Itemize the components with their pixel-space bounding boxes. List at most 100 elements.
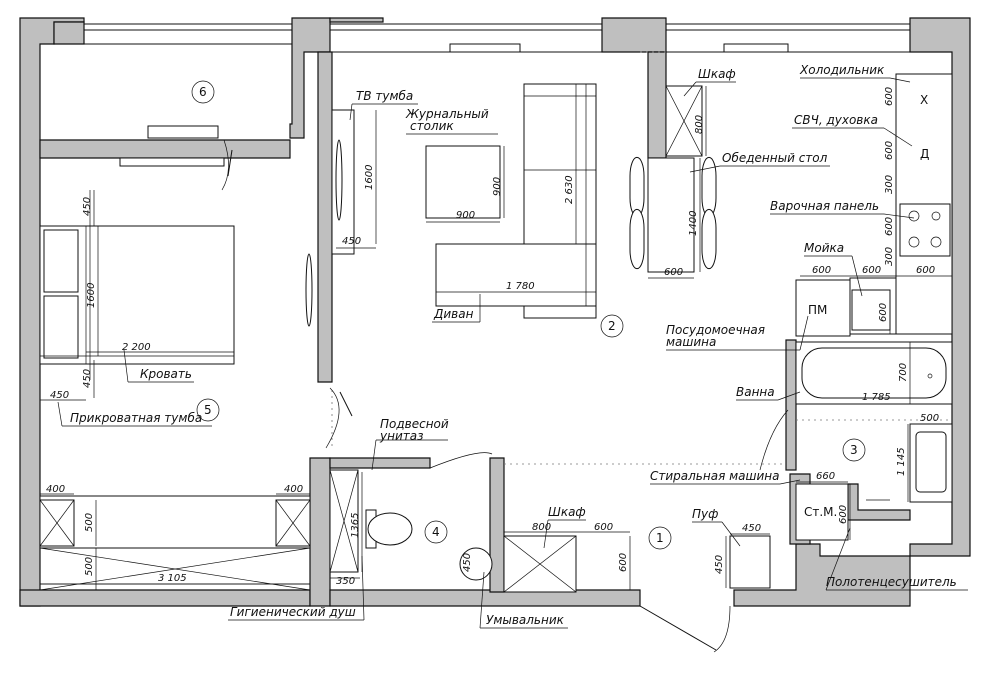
label-hob: Варочная панель xyxy=(770,199,879,213)
dim-wd-600b: 600 xyxy=(618,553,629,572)
dim-wb-500: 500 xyxy=(920,413,939,424)
bed xyxy=(39,190,235,380)
dim-wm-600: 600 xyxy=(838,505,849,524)
room-5-marker xyxy=(196,398,220,422)
dim-sink-600b: 600 xyxy=(862,265,881,276)
dim-wb-450: 450 xyxy=(462,553,473,572)
label-pouf: Пуф xyxy=(692,507,718,521)
pouf xyxy=(729,535,771,589)
tv-stand xyxy=(331,109,355,255)
label-bath: Ванна xyxy=(736,385,775,399)
bedroom-closet xyxy=(39,495,311,591)
label-tv-stand: ТВ тумба xyxy=(356,89,413,103)
dim-wardrobe-800: 800 xyxy=(694,115,705,134)
dim-cl-3105: 3 105 xyxy=(158,573,187,584)
bath-washbasin xyxy=(909,423,953,503)
dim-k600a: 600 xyxy=(884,87,895,106)
room-1-number: 1 xyxy=(656,531,664,545)
leaders xyxy=(57,77,968,629)
dim-sofa-1780: 1 780 xyxy=(506,281,535,292)
room-3-number: 3 xyxy=(850,443,858,457)
label-wardrobe-top: Шкаф xyxy=(698,67,736,81)
coffee-table xyxy=(425,145,501,219)
dim-wm-660: 660 xyxy=(816,471,835,482)
dim-bath-700: 700 xyxy=(898,363,909,382)
walls xyxy=(19,17,971,607)
dim-sink-600v: 600 xyxy=(878,303,889,322)
hall-wardrobe xyxy=(503,535,577,593)
room-5-number: 5 xyxy=(204,403,212,417)
top-wardrobe xyxy=(665,85,703,157)
dim-sofa-2630: 2 630 xyxy=(564,175,575,204)
room-6-marker xyxy=(191,80,215,104)
dim-k300a: 300 xyxy=(884,175,895,194)
dim-cl-400a: 400 xyxy=(46,484,65,495)
dim-bed-450a: 450 xyxy=(82,197,93,216)
label-towel-dryer: Полотенцесушитель xyxy=(826,575,957,589)
bedroom-tv xyxy=(305,253,313,327)
dim-wb-1145: 1 145 xyxy=(896,447,907,476)
dim-bed-450b: 450 xyxy=(82,369,93,388)
dim-bath-1785: 1 785 xyxy=(862,392,891,403)
tag-fridge: Х xyxy=(920,93,928,107)
dim-wc-350: 350 xyxy=(336,576,355,587)
dim-table-900h: 900 xyxy=(492,177,503,196)
doors xyxy=(221,139,789,653)
room-3-marker xyxy=(842,438,866,462)
dim-tv-450: 450 xyxy=(342,236,361,247)
tag-oven: Д xyxy=(920,147,929,161)
label-washing-machine: Стиральная машина xyxy=(650,469,780,483)
tag-washer: Ст.М. xyxy=(804,505,837,519)
dim-k600b: 600 xyxy=(884,141,895,160)
label-coffee-table-2: столик xyxy=(410,119,454,133)
label-dishwasher-1: Посудомоечная xyxy=(666,323,765,337)
dim-k300b: 300 xyxy=(884,247,895,266)
room-6-number: 6 xyxy=(199,85,207,99)
dim-dining-1400: 1400 xyxy=(688,211,699,236)
label-microwave-oven: СВЧ, духовка xyxy=(794,113,878,127)
dim-cl-500b: 500 xyxy=(84,557,95,576)
dim-bt-450: 450 xyxy=(50,390,69,401)
label-fridge: Холодильник xyxy=(799,63,885,77)
label-bed: Кровать xyxy=(140,367,192,381)
room-numbers: 6 2 3 4 5 1 xyxy=(191,80,866,550)
dim-wd-800: 800 xyxy=(532,522,551,533)
dining xyxy=(629,156,717,273)
dim-pouf-450a: 450 xyxy=(742,523,761,534)
dim-wd-600a: 600 xyxy=(594,522,613,533)
dimension-lines xyxy=(40,74,952,590)
label-sink: Мойка xyxy=(804,241,844,255)
washer-box xyxy=(795,483,890,541)
label-coffee-table-1: Журнальный xyxy=(405,107,489,121)
label-dishwasher-2: машина xyxy=(666,335,716,349)
dim-table-900w: 900 xyxy=(456,210,475,221)
label-hygienic-shower: Гигиенический душ xyxy=(230,605,356,619)
label-bedside: Прикроватная тумба xyxy=(70,411,202,425)
dim-dining-600: 600 xyxy=(664,267,683,278)
label-toilet-2: унитаз xyxy=(379,429,423,443)
label-washbasin: Умывальник xyxy=(486,613,565,627)
windows xyxy=(84,23,910,167)
dim-cl-500a: 500 xyxy=(84,513,95,532)
dimension-texts: 1600 450 900 900 2 630 1 780 1400 600 80… xyxy=(46,87,939,587)
labels: ТВ тумба Журнальный столик Диван Шкаф Об… xyxy=(70,63,957,627)
label-toilet-1: Подвесной xyxy=(380,417,449,431)
dim-k600c: 600 xyxy=(884,217,895,236)
room-2-number: 2 xyxy=(608,319,616,333)
room-4-marker xyxy=(424,520,448,544)
device-tags: ПМ Ст.М. Х Д xyxy=(804,93,929,519)
dim-sink-600c: 600 xyxy=(916,265,935,276)
kitchen-counter xyxy=(795,73,953,337)
dim-wc-1365: 1365 xyxy=(350,513,361,538)
dim-cl-400b: 400 xyxy=(284,484,303,495)
dim-sink-600a: 600 xyxy=(812,265,831,276)
label-wardrobe-bottom: Шкаф xyxy=(548,505,586,519)
room-4-number: 4 xyxy=(432,525,440,539)
dim-bed-1600: 1600 xyxy=(86,283,97,308)
boundaries xyxy=(331,51,952,465)
dim-pouf-450b: 450 xyxy=(714,555,725,574)
room-1-marker xyxy=(648,526,672,550)
room-2-marker xyxy=(600,314,624,338)
label-dining-table: Обеденный стол xyxy=(722,151,828,165)
